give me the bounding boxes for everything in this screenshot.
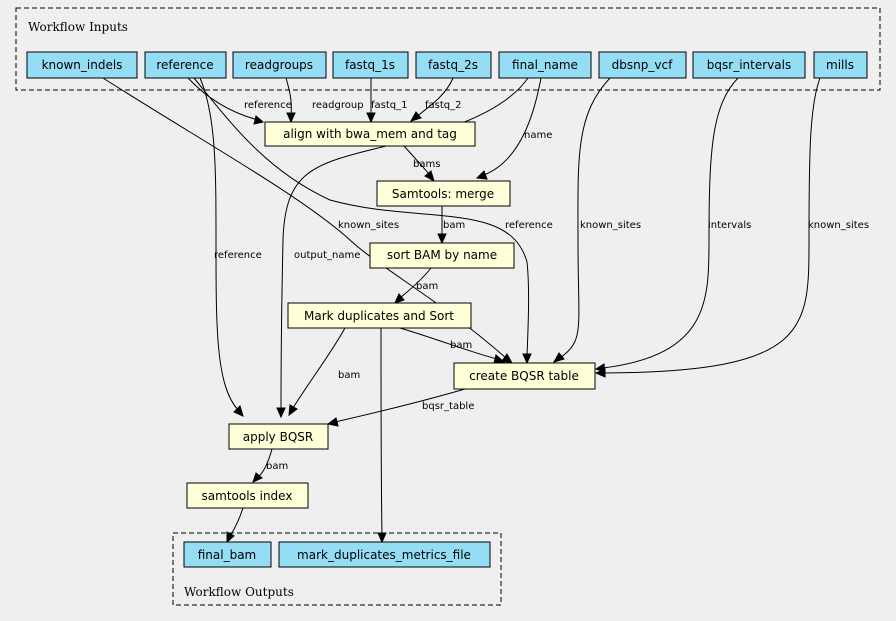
input-bqsr-intervals[interactable]: bqsr_intervals	[692, 51, 806, 79]
edge-dbsnp-create: known_sites	[552, 77, 641, 363]
edge-create-apply: bqsr_table	[326, 388, 474, 427]
step-sort[interactable]: sort BAM by name	[369, 242, 515, 269]
step-markdup-label: Mark duplicates and Sort	[304, 309, 454, 323]
input-readgroups[interactable]: readgroups	[232, 51, 327, 79]
input-reference-label: reference	[156, 58, 213, 72]
step-apply-bqsr[interactable]: apply BQSR	[228, 423, 329, 450]
step-merge-label: Samtools: merge	[392, 187, 494, 201]
step-align[interactable]: align with bwa_mem and tag	[264, 121, 476, 147]
input-readgroups-label: readgroups	[245, 58, 313, 72]
step-markdup[interactable]: Mark duplicates and Sort	[287, 302, 472, 329]
edge-label-finalname-merge: name	[524, 130, 552, 141]
edge-label-markdup-apply: bam	[338, 370, 360, 381]
edge-label-align-merge: bams	[413, 159, 440, 170]
edge-markdup-create: bam	[399, 327, 506, 364]
edge-apply-index: bam	[252, 448, 288, 483]
edge-label-fastq2-align: fastq_2	[425, 100, 462, 111]
edge-label-fastq1-align: fastq_1	[371, 100, 408, 111]
edge-label-readgroups-align: readgroup	[312, 100, 364, 111]
edge-label-finalname-apply: output_name	[294, 250, 360, 261]
edge-label-apply-index: bam	[266, 461, 288, 472]
edge-fastq1-align: fastq_1	[366, 78, 408, 124]
edge-label-reference-align: reference	[244, 100, 292, 111]
input-final-name[interactable]: final_name	[498, 51, 592, 79]
input-final-name-label: final_name	[512, 58, 578, 72]
input-fastq-1s-label: fastq_1s	[345, 58, 395, 72]
step-sort-label: sort BAM by name	[387, 248, 497, 262]
edge-readgroups-align: readgroup	[285, 77, 364, 124]
edge-markdup-apply: bam	[288, 327, 360, 417]
input-fastq-2s-label: fastq_2s	[428, 58, 478, 72]
edge-label-create-apply: bqsr_table	[422, 401, 474, 412]
step-samtools-index-label: samtools index	[202, 489, 293, 503]
output-final-bam[interactable]: final_bam	[183, 541, 272, 568]
input-mills[interactable]: mills	[813, 51, 868, 79]
edge-label-markdup-create: bam	[450, 340, 472, 351]
input-dbsnp-vcf-label: dbsnp_vcf	[612, 58, 673, 72]
step-nodes: align with bwa_mem and tag Samtools: mer…	[186, 121, 596, 509]
edge-label-knownindels-create: known_sites	[338, 220, 399, 231]
edge-mills-create: known_sites	[594, 77, 869, 378]
input-fastq-1s[interactable]: fastq_1s	[332, 51, 409, 79]
step-align-label: align with bwa_mem and tag	[283, 127, 457, 141]
edge-label-merge-sort: bam	[443, 220, 465, 231]
input-reference[interactable]: reference	[144, 51, 227, 79]
edge-align-merge: bams	[403, 145, 440, 183]
output-mark-duplicates-metrics-file[interactable]: mark_duplicates_metrics_file	[278, 541, 491, 568]
edges: reference readgroup fastq_1 fastq_2 name	[102, 77, 869, 544]
input-known-indels[interactable]: known_indels	[26, 51, 138, 79]
workflow-outputs-label: Workflow Outputs	[184, 585, 294, 599]
edge-sort-markdup: bam	[394, 267, 438, 304]
step-create-bqsr-label: create BQSR table	[469, 369, 579, 383]
edge-finalname-merge: name	[475, 77, 552, 180]
workflow-inputs-cluster: Workflow Inputs	[15, 7, 881, 91]
step-create-bqsr[interactable]: create BQSR table	[453, 362, 596, 390]
input-known-indels-label: known_indels	[42, 58, 123, 72]
input-bqsr-intervals-label: bqsr_intervals	[707, 58, 791, 72]
input-fastq-2s[interactable]: fastq_2s	[415, 51, 492, 79]
step-apply-bqsr-label: apply BQSR	[243, 430, 313, 444]
edge-fastq2-align: fastq_2	[409, 77, 462, 122]
input-mills-label: mills	[826, 58, 854, 72]
edge-label-intervals-create: intervals	[708, 220, 751, 231]
edge-markdup-metrics	[377, 327, 387, 544]
edge-label-reference-create: reference	[505, 220, 553, 231]
input-nodes: known_indels reference readgroups fastq_…	[26, 51, 868, 79]
edge-reference-align: reference	[187, 77, 292, 125]
workflow-outputs-cluster: Workflow Outputs	[172, 532, 502, 606]
edge-reference-apply: reference	[199, 77, 262, 417]
edge-label-dbsnp-create: known_sites	[580, 220, 641, 231]
input-dbsnp-vcf[interactable]: dbsnp_vcf	[598, 51, 687, 79]
edge-label-mills-create: known_sites	[808, 220, 869, 231]
edge-reference-create: reference	[193, 77, 553, 365]
output-nodes: final_bam mark_duplicates_metrics_file	[183, 541, 491, 568]
workflow-inputs-label: Workflow Inputs	[28, 20, 128, 34]
output-final-bam-label: final_bam	[198, 548, 257, 562]
edge-label-reference-apply: reference	[214, 250, 262, 261]
edge-label-sort-markdup: bam	[416, 281, 438, 292]
edge-merge-sort: bam	[437, 206, 465, 245]
edge-index-finalbam	[226, 507, 244, 544]
output-metrics-label: mark_duplicates_metrics_file	[297, 548, 471, 562]
step-samtools-index[interactable]: samtools index	[186, 482, 309, 509]
step-merge[interactable]: Samtools: merge	[376, 180, 511, 207]
